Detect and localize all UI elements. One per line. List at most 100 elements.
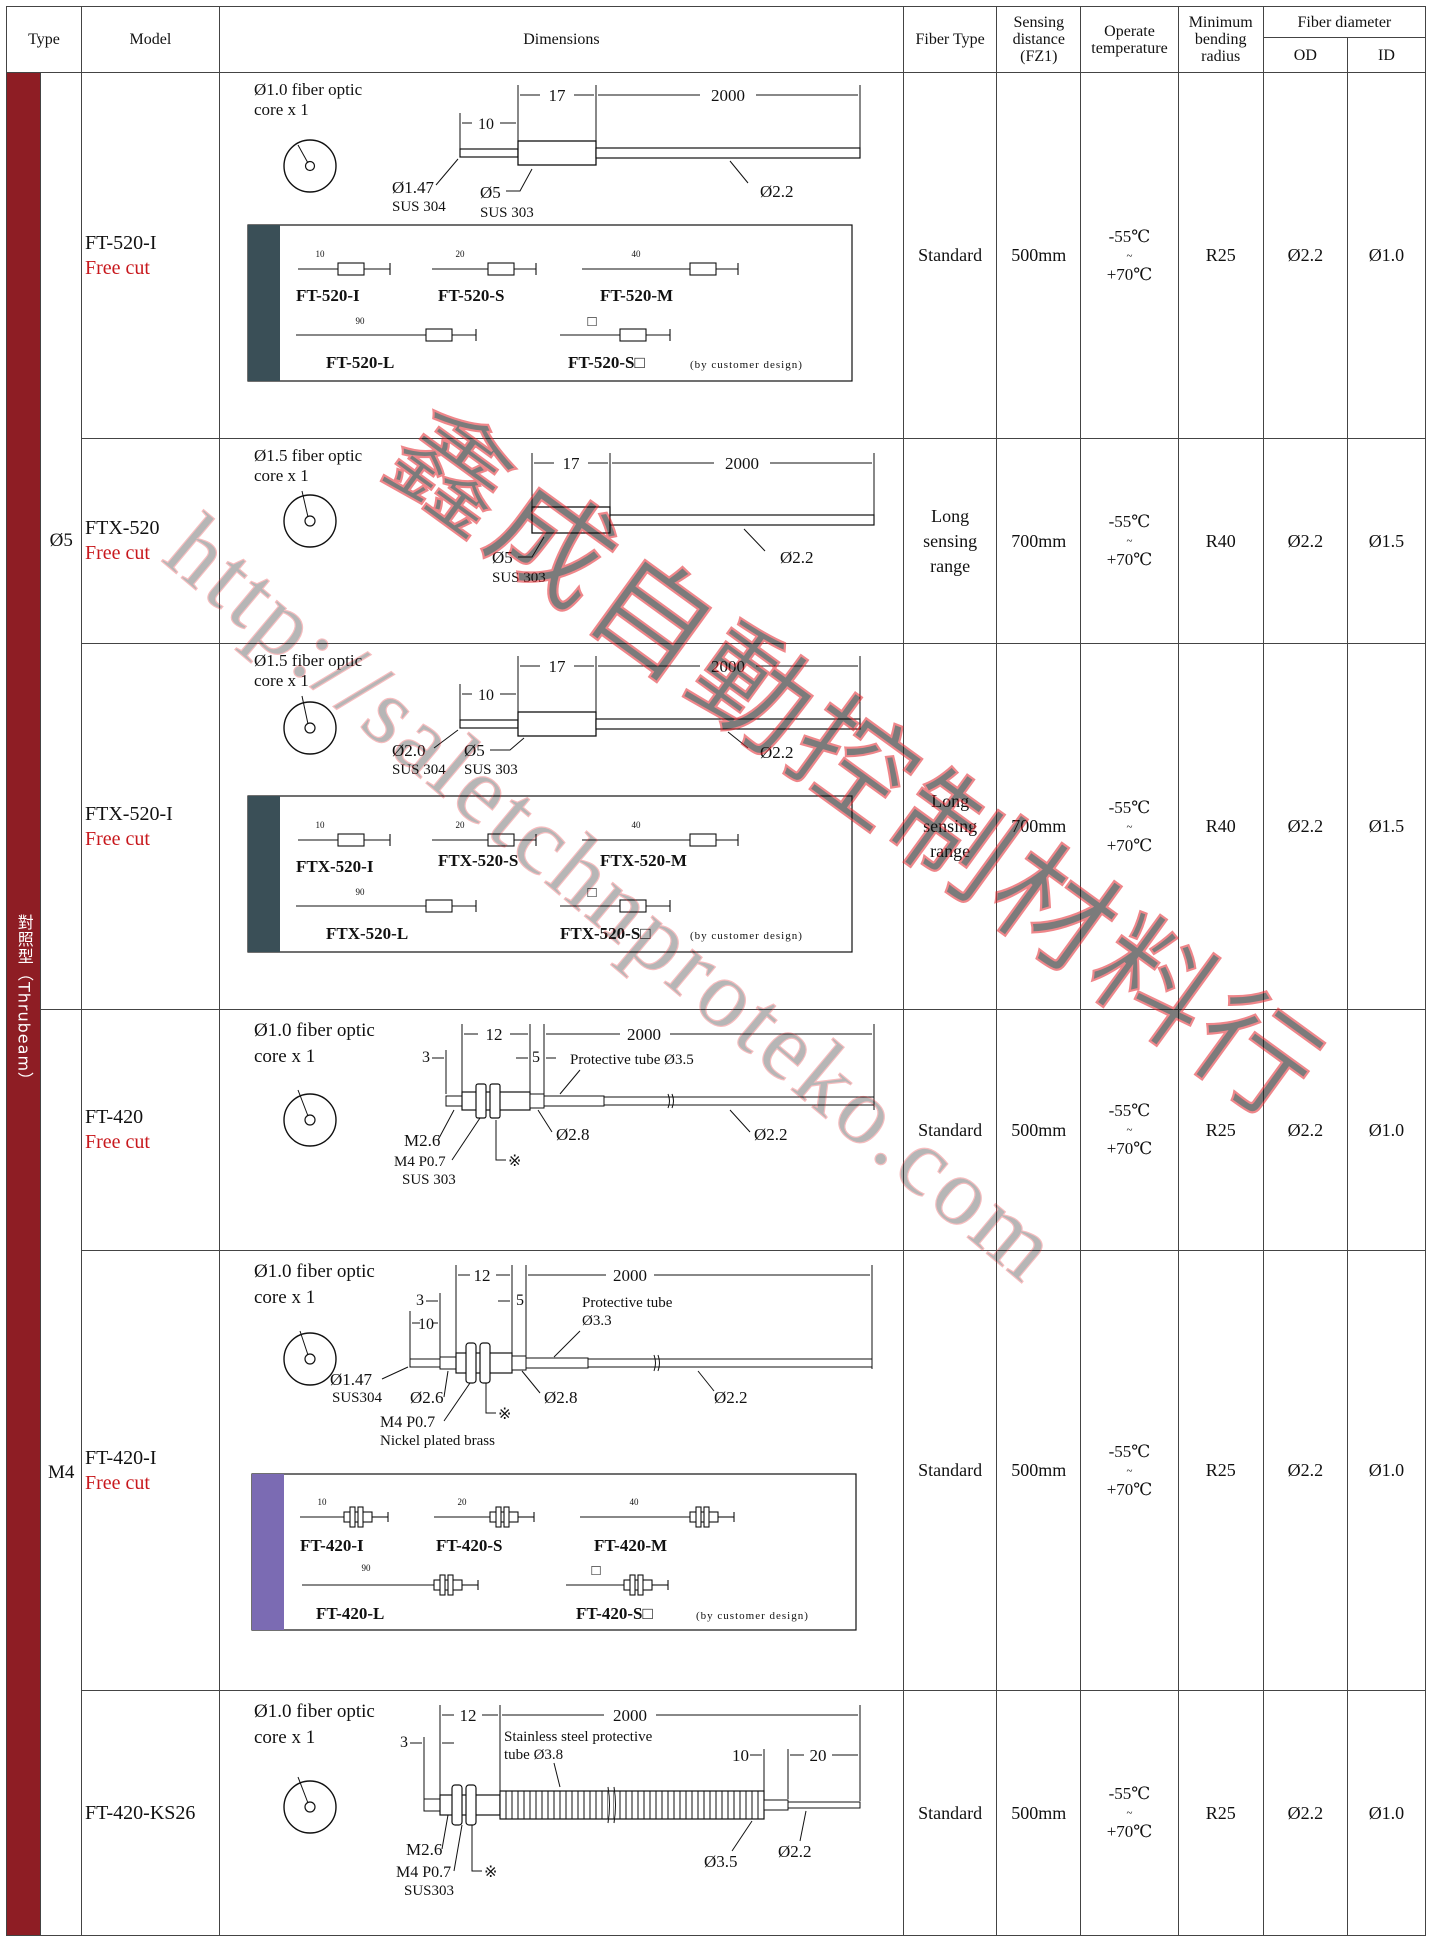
thread-spec-label: M4 P0.7 bbox=[380, 1414, 435, 1431]
dim-10-label: 10 bbox=[478, 116, 494, 133]
fiber-id: Ø1.5 bbox=[1346, 438, 1427, 644]
ferrule-dia-label: Ø3.5 bbox=[704, 1852, 738, 1871]
custom-design-note: (by customer design) bbox=[696, 1610, 809, 1622]
header-id: ID bbox=[1346, 37, 1427, 73]
table-row: FT-420-KS26 Ø1.0 fiber optic core x 1 bbox=[7, 1690, 1427, 1936]
model-cell: FT-420-I Free cut bbox=[81, 1250, 220, 1691]
cable-leader bbox=[729, 1109, 751, 1133]
model-cell: FT-420-KS26 bbox=[81, 1690, 220, 1936]
variant-name: FT-420-L bbox=[316, 1604, 384, 1623]
table-row: M4 FT-420 Free cut Ø1.0 fiber optic core… bbox=[7, 1009, 1427, 1936]
fiber-type: Standard bbox=[902, 1250, 998, 1691]
dimension-drawing: Ø1.0 fiber optic core x 1 17 2000 bbox=[218, 72, 904, 439]
core-count-label: core x 1 bbox=[254, 466, 309, 485]
fiber-core-center bbox=[304, 160, 315, 172]
body-material-label: SUS 303 bbox=[464, 762, 518, 778]
core-leader bbox=[301, 490, 309, 518]
cable-dia-label: Ø2.2 bbox=[780, 548, 814, 567]
bending-radius: R40 bbox=[1177, 438, 1264, 644]
thread-label: M2.6 bbox=[406, 1840, 442, 1859]
variant-name: FTX-520-I bbox=[296, 857, 374, 876]
dim-3-label: 3 bbox=[416, 1292, 424, 1309]
tip-dia-label: Ø1.47 bbox=[392, 178, 435, 197]
header-min-bending-radius: Minimum bending radius bbox=[1177, 6, 1264, 73]
cable-dia-label: Ø2.2 bbox=[714, 1388, 748, 1407]
collar-leader bbox=[537, 1109, 553, 1133]
dim-3-label: 3 bbox=[422, 1049, 430, 1066]
fiber-cable bbox=[595, 147, 861, 159]
dim-10-label: 10 bbox=[418, 1316, 434, 1333]
break-mark bbox=[653, 1354, 660, 1372]
sensor-tip bbox=[459, 719, 519, 729]
type-band: 對照型（Thrubeam） bbox=[5, 72, 42, 1936]
nut bbox=[489, 1083, 501, 1119]
lens-20: 20 bbox=[457, 1497, 467, 1507]
lens-custom: □ bbox=[587, 314, 596, 330]
bending-radius: R25 bbox=[1177, 1009, 1264, 1251]
sensor-nose bbox=[439, 1356, 457, 1370]
fiber-core-center bbox=[304, 722, 316, 734]
sensor-body bbox=[517, 711, 597, 737]
fiber-core-icon bbox=[283, 1093, 337, 1147]
sensing-distance: 500mm bbox=[996, 1009, 1082, 1251]
panel-color-strip bbox=[247, 225, 280, 381]
ftx-520-drawing: Ø1.5 fiber optic core x 1 17 2000 bbox=[254, 446, 875, 586]
thread-leader bbox=[441, 1814, 449, 1850]
lens-90: 90 bbox=[355, 316, 365, 326]
bending-radius: R25 bbox=[1177, 72, 1264, 439]
bending-radius: R40 bbox=[1177, 643, 1264, 1010]
tube-label: Stainless steel protective bbox=[504, 1729, 653, 1745]
fiber-id: Ø1.0 bbox=[1346, 72, 1427, 439]
variants-panel: FT-520-I FT-520-S FT-520-M FT-520-L FT-5… bbox=[247, 224, 853, 382]
ferrule-leader bbox=[731, 1820, 753, 1852]
core-label: Ø1.0 fiber optic bbox=[254, 80, 363, 99]
fiber-core-icon bbox=[283, 494, 337, 548]
tube-label: Protective tube Ø3.5 bbox=[570, 1052, 694, 1068]
tip-dia-label: Ø1.47 bbox=[330, 1370, 373, 1389]
variant-name: FTX-520-M bbox=[600, 851, 687, 870]
sensing-distance: 700mm bbox=[996, 438, 1082, 644]
model-cell: FTX-520-I Free cut bbox=[81, 643, 220, 1010]
core-label: Ø1.5 fiber optic bbox=[254, 446, 363, 465]
group-label-o5: Ø5 bbox=[40, 72, 82, 1010]
fiber-type: Long sensing range bbox=[902, 438, 998, 644]
core-count-label: core x 1 bbox=[254, 1727, 315, 1748]
cable-leader bbox=[743, 528, 766, 552]
dim-17-label: 17 bbox=[548, 86, 566, 105]
core-leader bbox=[299, 1330, 309, 1356]
body-dia-label: Ø5 bbox=[492, 548, 513, 567]
dim-17-label: 17 bbox=[562, 454, 580, 473]
table-row: FT-420-I Free cut Ø1.0 fiber optic core … bbox=[7, 1250, 1427, 1691]
header-type: Type bbox=[6, 6, 82, 73]
sensing-distance: 700mm bbox=[996, 643, 1082, 1010]
lens-10: 10 bbox=[315, 820, 325, 830]
fiber-od: Ø2.2 bbox=[1262, 438, 1348, 644]
ft-420-ks26-drawing: Ø1.0 fiber optic core x 1 12 2000 bbox=[254, 1701, 861, 1899]
nose-dia-label: Ø2.6 bbox=[410, 1388, 444, 1407]
model-name: FTX-520 bbox=[85, 517, 160, 539]
nut bbox=[451, 1784, 463, 1826]
cable-dia-label: Ø2.2 bbox=[778, 1842, 812, 1861]
nut bbox=[479, 1342, 491, 1384]
free-cut-note: Free cut bbox=[85, 1131, 150, 1153]
tip-leader bbox=[433, 729, 459, 749]
panel-color-strip bbox=[251, 1474, 284, 1630]
dimension-drawing: Ø1.0 fiber optic core x 1 12 bbox=[218, 1250, 904, 1691]
fiber-core-center bbox=[304, 515, 316, 527]
custom-design-note: (by customer design) bbox=[690, 930, 803, 942]
variant-name: FTX-520-S bbox=[438, 851, 518, 870]
thread-spec-leader bbox=[453, 1824, 463, 1872]
model-cell: FTX-520 Free cut bbox=[81, 438, 220, 644]
fiber-id: Ø1.0 bbox=[1346, 1250, 1427, 1691]
dim-2000-label: 2000 bbox=[725, 454, 759, 473]
cable-dia-label: Ø2.2 bbox=[760, 743, 794, 762]
nut bbox=[465, 1784, 477, 1826]
lens-custom: □ bbox=[591, 1563, 600, 1579]
core-leader bbox=[301, 695, 309, 725]
tip-material-label: SUS 304 bbox=[392, 199, 446, 215]
fiber-cable bbox=[587, 1358, 873, 1368]
thread-label: M2.6 bbox=[404, 1131, 440, 1150]
fiber-type: Standard bbox=[902, 72, 998, 439]
fiber-id: Ø1.0 bbox=[1346, 1690, 1427, 1936]
lens-40: 40 bbox=[631, 249, 641, 259]
